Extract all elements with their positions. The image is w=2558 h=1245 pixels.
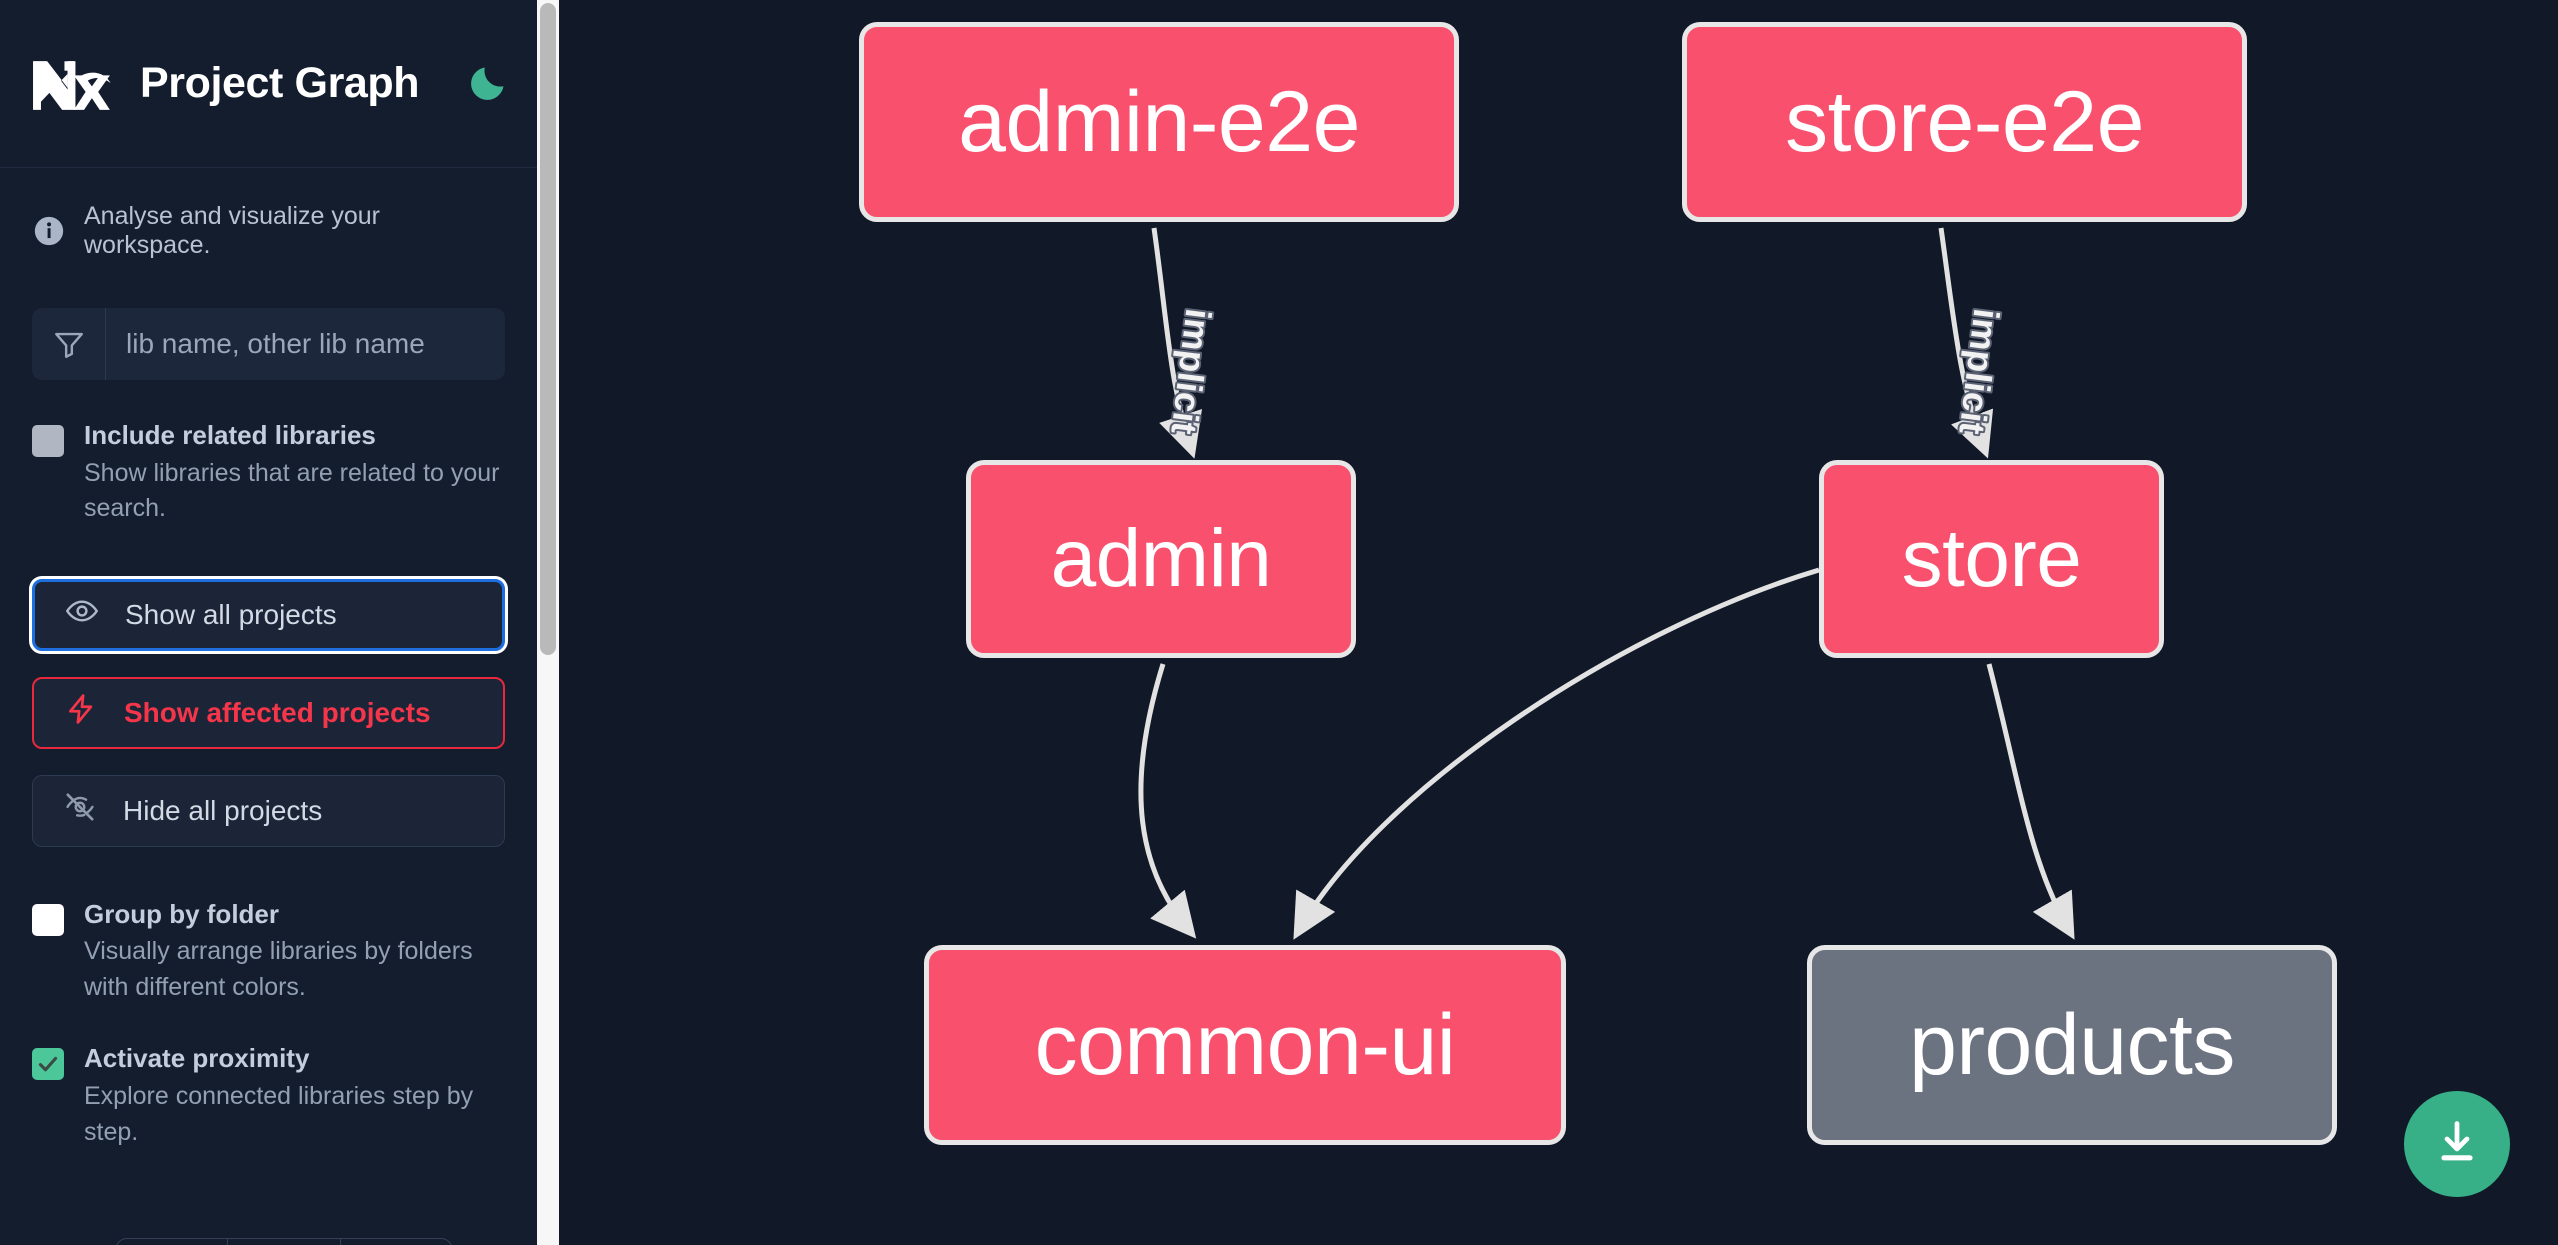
download-graph-button[interactable] [2404,1091,2510,1197]
graph-node-common-ui[interactable]: common-ui [924,945,1566,1145]
checkbox-group-by-folder[interactable] [32,903,64,936]
edge-admin-e2e-to-admin [1151,227,1203,459]
option-group-by-folder[interactable]: Group by folder Visually arrange librari… [0,899,537,1006]
checkbox-include-related-libraries[interactable] [32,425,64,457]
show-all-projects-button[interactable]: Show all projects [32,578,505,651]
show-affected-projects-button[interactable]: Show affected projects [32,676,505,749]
sidebar: Project Graph Analyse and visualize yo [0,0,559,1245]
search-input[interactable] [106,308,505,380]
option-description: Show libraries that are related to your … [84,458,500,523]
edge-label-implicit-admin: implicit [1163,306,1219,436]
edge-admin-to-common-ui [1138,663,1197,939]
eye-off-icon [63,790,97,831]
sidebar-scrollbar-track[interactable] [537,0,559,1245]
hide-all-projects-button[interactable]: Hide all projects [32,774,505,847]
download-icon [2431,1116,2483,1173]
graph-node-store[interactable]: store [1819,460,2164,658]
node-label: admin-e2e [958,73,1360,170]
graph-node-products[interactable]: products [1807,945,2337,1145]
edge-label-implicit-store: implicit [1951,306,2007,436]
moon-icon[interactable] [461,58,513,110]
page-title: Project Graph [140,59,420,107]
sidebar-tagline: Analyse and visualize your workspace. [0,168,537,260]
option-include-related-libraries[interactable]: Include related libraries Show libraries… [0,420,537,527]
eye-icon [65,594,99,635]
node-label: admin [1050,513,1272,604]
graph-canvas[interactable]: implicit implicit admin-e2e store-e2e ad… [559,0,2558,1245]
option-label: Activate proximity [84,1043,310,1074]
edge-store-e2e-to-store [1938,227,1994,459]
node-label: store [1901,513,2082,604]
graph-node-admin[interactable]: admin [966,460,1356,658]
checkbox-activate-proximity[interactable] [32,1048,64,1081]
text-filter-segmented-control[interactable] [115,1238,453,1245]
segment-option-3[interactable] [341,1239,452,1245]
lightning-bolt-icon [64,692,98,733]
segment-option-2[interactable] [228,1239,341,1245]
option-description: Explore connected libraries step by step… [84,1082,474,1146]
option-label: Include related libraries [84,420,376,450]
info-icon [32,214,66,248]
option-description: Visually arrange libraries by folders wi… [84,937,473,1001]
segment-option-1[interactable] [116,1239,229,1245]
graph-node-store-e2e[interactable]: store-e2e [1682,22,2247,222]
search-field[interactable] [32,308,505,380]
sidebar-tagline-text: Analyse and visualize your workspace. [84,202,380,259]
hide-all-projects-label: Hide all projects [123,794,323,826]
sidebar-scrollbar-thumb[interactable] [540,3,556,655]
graph-edges: implicit implicit [1138,227,2075,940]
sidebar-header: Project Graph [0,0,537,168]
option-activate-proximity[interactable]: Activate proximity Explore connected lib… [0,1043,537,1150]
show-all-projects-label: Show all projects [125,598,337,630]
option-label: Group by folder [84,898,279,929]
graph-node-admin-e2e[interactable]: admin-e2e [859,22,1459,222]
node-label: products [1909,996,2235,1093]
node-label: common-ui [1034,996,1456,1093]
node-label: store-e2e [1785,73,2144,170]
project-visibility-buttons: Show all projects Show affected projects [32,578,505,847]
edge-store-to-common-ui [1293,567,1820,940]
edge-store-to-products [1986,663,2075,940]
nx-logo [30,53,124,115]
filter-icon [32,308,106,380]
show-affected-projects-label: Show affected projects [124,696,431,728]
